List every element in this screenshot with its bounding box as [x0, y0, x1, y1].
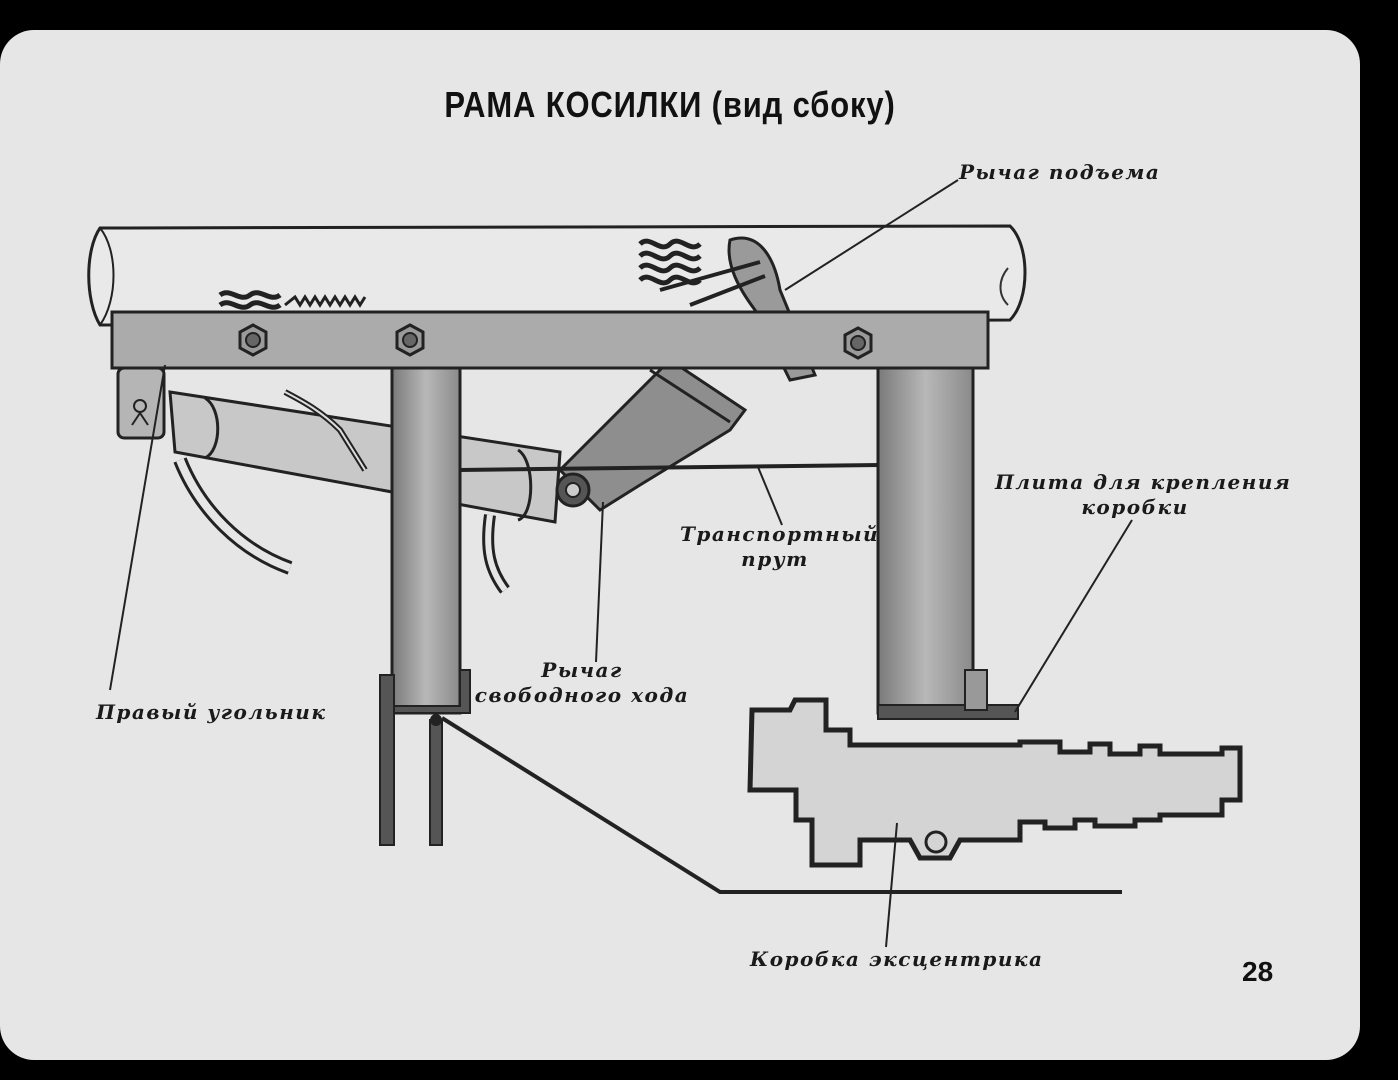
- lift-lever-label: Рычаг подъема: [959, 160, 1161, 184]
- transport-rod-label: Транспортный прут: [680, 522, 880, 572]
- mounting-plate-label-line1: Плита для крепления: [995, 470, 1292, 494]
- freewheel-lever-label: Рычаг свободного хода: [462, 658, 702, 708]
- mower-frame-drawing: [87, 179, 1243, 948]
- lower-tube: [168, 389, 562, 594]
- page-title: РАМА КОСИЛКИ (вид сбоку): [444, 84, 896, 125]
- top-tube: [87, 224, 1027, 327]
- transport-rod-label-line2: прут: [741, 547, 809, 571]
- eccentric-box: [747, 697, 1243, 868]
- freewheel-lever-label-line2: свободного хода: [474, 683, 690, 707]
- freewheel-lever-label-line1: Рычаг: [541, 658, 623, 682]
- bolts: [238, 323, 873, 360]
- ground-line: [440, 716, 1122, 894]
- transport-rod-label-line1: Транспортный: [680, 522, 880, 546]
- right-angle-label: Правый угольник: [96, 700, 327, 724]
- left-leg: [379, 366, 471, 846]
- slide: РАМА КОСИЛКИ (вид сбоку) Рычаг подъема П…: [0, 30, 1360, 1060]
- springs: [218, 238, 702, 310]
- mounting-plate-label: Плита для крепления коробки: [995, 470, 1292, 520]
- page-number: 28: [1242, 956, 1274, 987]
- right-leg: [876, 366, 1019, 720]
- eccentric-box-label: Коробка эксцентрика: [750, 947, 1044, 971]
- freewheel-lever: [555, 358, 748, 512]
- main-frame-beam: [110, 310, 990, 440]
- transport-rod: [459, 463, 881, 472]
- mounting-plate-label-line2: коробки: [1081, 495, 1189, 519]
- leader-lines: [109, 179, 1133, 948]
